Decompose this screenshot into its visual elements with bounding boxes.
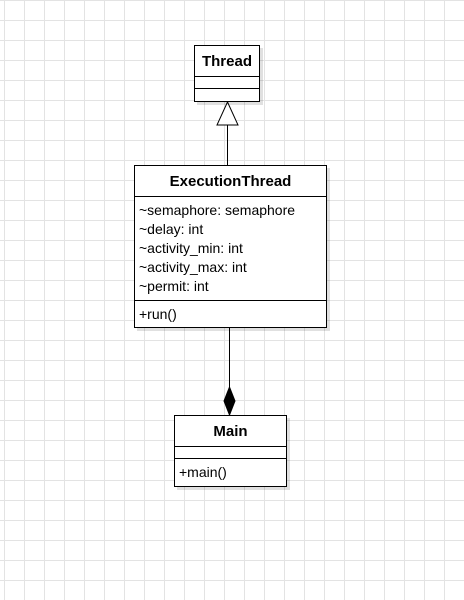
class-main[interactable]: Main +main()	[174, 415, 287, 487]
generalization-arrowhead	[216, 100, 239, 126]
class-main-operations: +main()	[175, 459, 286, 482]
class-execution-thread-operations: +run()	[135, 301, 326, 324]
class-thread-operations	[195, 89, 259, 101]
attribute-permit: ~permit: int	[139, 278, 209, 294]
class-execution-thread-attributes: ~semaphore: semaphore ~delay: int ~activ…	[135, 197, 326, 301]
operation-run: +run()	[139, 306, 177, 322]
operation-main: +main()	[179, 464, 227, 480]
attribute-activity-max: ~activity_max: int	[139, 259, 247, 275]
class-main-name: Main	[175, 416, 286, 447]
class-execution-thread[interactable]: ExecutionThread ~semaphore: semaphore ~d…	[134, 165, 327, 328]
attribute-delay: ~delay: int	[139, 221, 204, 237]
attribute-semaphore: ~semaphore: semaphore	[139, 202, 296, 218]
composition-diamond	[223, 385, 236, 417]
class-thread-attributes	[195, 77, 259, 89]
class-execution-thread-name: ExecutionThread	[135, 166, 326, 197]
class-thread[interactable]: Thread	[194, 45, 260, 102]
class-main-attributes	[175, 447, 286, 459]
class-thread-name: Thread	[195, 46, 259, 77]
attribute-activity-min: ~activity_min: int	[139, 240, 243, 256]
